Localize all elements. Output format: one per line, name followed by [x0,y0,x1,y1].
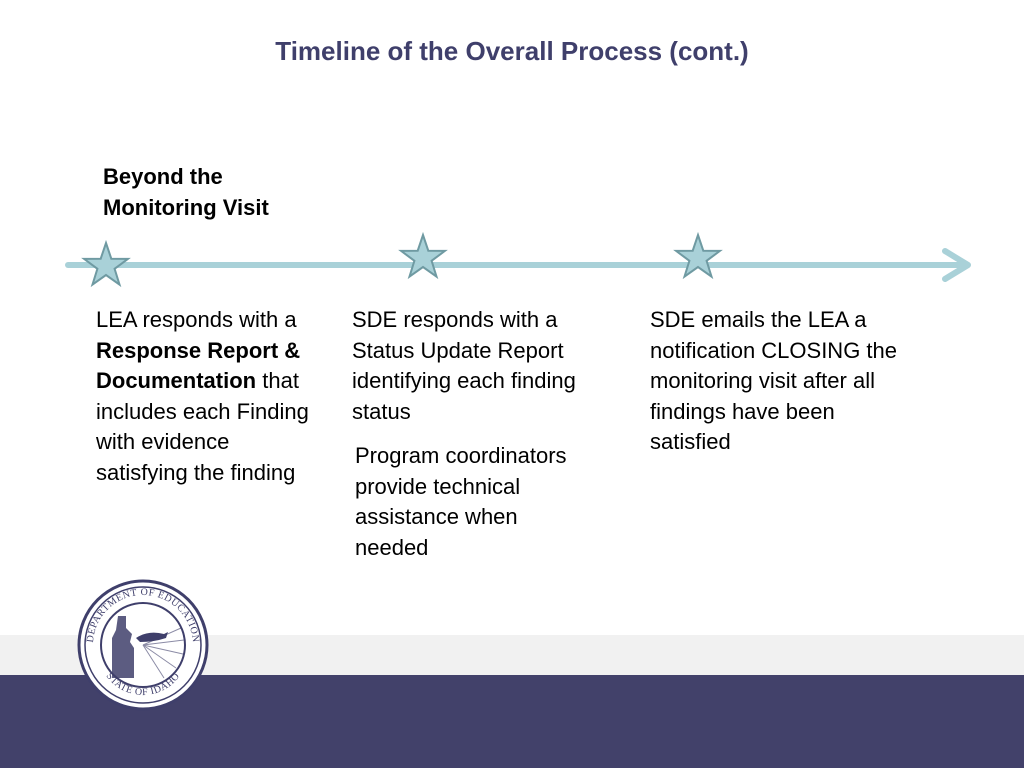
arrow-head-icon [942,248,971,282]
star-icon [81,239,131,288]
step-1-bold: Response Report & Documentation [96,337,301,394]
phase-label: Beyond the Monitoring Visit [103,164,269,220]
star-icon [398,231,448,280]
star-icon [673,231,723,280]
slide-title: Timeline of the Overall Process (cont.) [275,36,749,66]
step-1-text: LEA responds with a Response Report & Do… [96,305,311,488]
step-3-text: SDE emails the LEA a notification CLOSIN… [650,307,898,454]
step-2-text: SDE responds with a Status Update Report… [352,307,576,424]
step-1-pre: LEA responds with a [96,307,297,332]
step-1-post: that includes each Finding with evidence… [96,368,309,485]
timeline [65,231,971,288]
idaho-shape-icon [112,616,134,678]
step-2-note: Program coordinators provide technical a… [355,443,567,560]
lamp-icon [136,632,168,642]
department-seal-logo: DEPARTMENT OF EDUCATION STATE OF IDAHO [77,579,209,711]
